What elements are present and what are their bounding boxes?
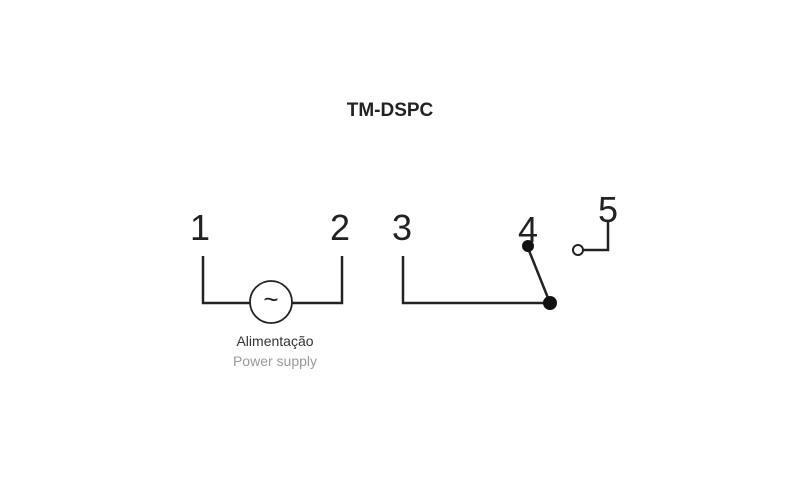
terminal-5-open-contact	[572, 244, 584, 256]
supply-wire-right	[292, 256, 344, 305]
supply-wire-left	[201, 256, 250, 305]
terminal-1-label: 1	[190, 207, 211, 248]
terminal-4-contact-dot	[522, 240, 534, 252]
terminal-5-label: 5	[598, 189, 619, 230]
relay-contact-arm	[526, 247, 552, 304]
terminal-4-label: 4	[518, 209, 539, 250]
ac-tilde: ~	[263, 284, 279, 314]
terminal-2-label: 2	[330, 207, 351, 248]
common-contact-dot	[543, 296, 557, 310]
common-wire	[401, 256, 550, 305]
diagram-title: TM-DSPC	[346, 100, 434, 121]
supply-label-en: Power supply	[232, 353, 318, 369]
supply-label-pt: Alimentação	[236, 333, 314, 349]
terminal-3-label: 3	[392, 207, 413, 248]
nc-wire	[583, 222, 610, 252]
